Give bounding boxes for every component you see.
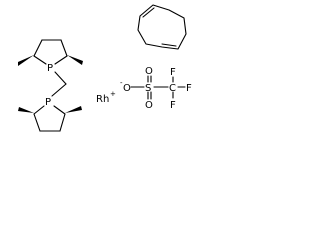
- atom-fluorine-top: F: [170, 67, 176, 78]
- cod-double-bond-1: [142, 7, 155, 18]
- ethylene-bridge: [51, 71, 67, 97]
- bond-p-ch2: [54, 71, 67, 85]
- bond-c2-c3: [33, 39, 43, 57]
- atom-sulfur: S: [145, 83, 151, 94]
- atom-oxygen-anion: O: [123, 83, 131, 94]
- bond-c4b-c5b: [59, 113, 66, 132]
- wedge-methyl-right-bottom: [65, 106, 82, 113]
- upper-phospholane: P: [18, 39, 83, 74]
- bond-ch2-ch2: [51, 83, 67, 97]
- atom-rhodium: Rh: [96, 94, 109, 105]
- cod-double-bond-2: [161, 43, 177, 47]
- wedge-methyl-left-top: [18, 55, 34, 66]
- atom-phosphorus-bottom: P: [45, 97, 51, 108]
- atom-oxygen-top: O: [145, 66, 153, 77]
- chemical-structure: P P Rh + - O S O O: [18, 4, 192, 132]
- bond-c4-c5: [60, 39, 68, 57]
- atom-oxygen-bottom: O: [145, 100, 153, 111]
- cod-ring-bonds: [137, 4, 187, 50]
- atom-phosphorus-top: P: [47, 63, 53, 74]
- wedge-methyl-right-top: [67, 55, 83, 65]
- triflate-anion: - O S O O C F F F: [120, 66, 192, 111]
- bond-p-c2: [33, 55, 47, 65]
- cyclooctadiene-ring: [137, 4, 187, 50]
- anion-charge: -: [120, 79, 123, 87]
- atom-carbon: C: [169, 83, 176, 94]
- bond-p-c2b: [33, 105, 45, 115]
- bond-c5-p: [54, 55, 68, 65]
- rhodium-cation: Rh +: [96, 90, 116, 105]
- rhodium-charge: +: [110, 90, 116, 98]
- bond-c5b-p: [53, 105, 66, 115]
- structure-canvas: P P Rh + - O S O O: [0, 0, 199, 145]
- bond-c2b-c3b: [33, 113, 41, 132]
- lower-phospholane: P: [18, 97, 82, 132]
- wedge-methyl-left-bottom: [18, 107, 34, 113]
- atom-fluorine-right: F: [186, 83, 192, 94]
- atom-fluorine-bottom: F: [170, 100, 176, 111]
